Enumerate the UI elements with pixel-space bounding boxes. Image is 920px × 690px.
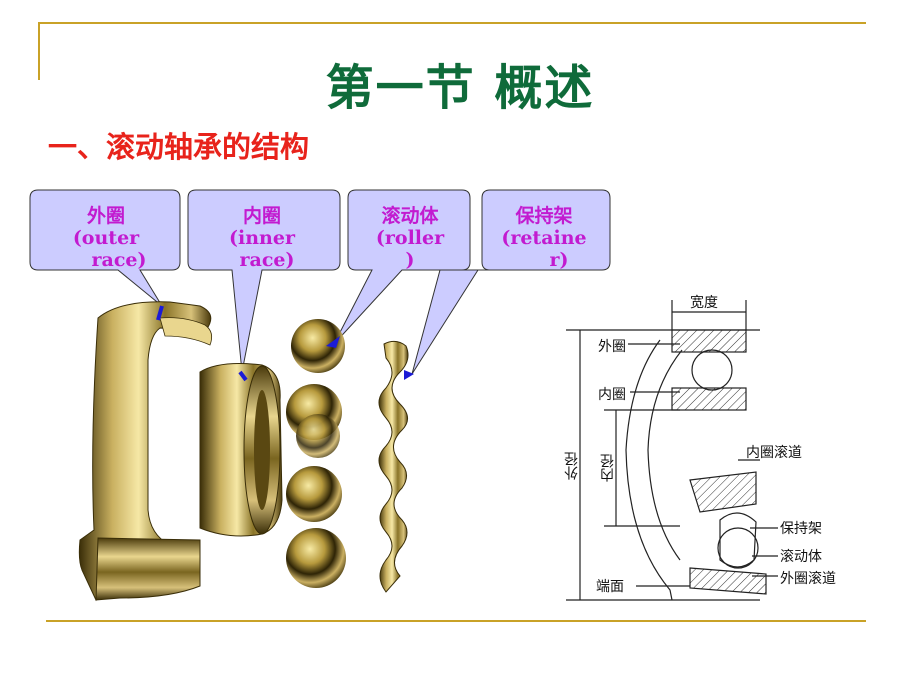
- label-outer-raceway: 外圈滚道: [780, 571, 836, 587]
- label-width: 宽度: [690, 295, 718, 311]
- callout-inner-race-en1: (inner: [229, 227, 295, 249]
- inner-race-illustration: [199, 363, 283, 537]
- callout-retainer-name: 保持架: [515, 205, 573, 227]
- callout-retainer-en1: (retaine: [501, 227, 587, 249]
- bottom-rule: [46, 620, 866, 622]
- callout-inner-race-en2: race): [239, 249, 295, 271]
- label-inner-raceway: 内圈滚道: [746, 445, 802, 461]
- callout-outer-race-en2: race): [91, 249, 147, 271]
- cross-section-diagram: [566, 300, 778, 601]
- callout-inner-race-name: 内圈: [242, 205, 281, 227]
- label-outer-diameter: 外径: [564, 452, 580, 480]
- rolling-elements-illustration: [286, 319, 346, 588]
- callout-roller: 滚动体 (roller ): [356, 205, 464, 271]
- label-cage: 保持架: [780, 521, 822, 537]
- left-rule: [38, 22, 40, 80]
- callout-outer-race-name: 外圈: [86, 205, 125, 227]
- callout-retainer: 保持架 (retaine r): [484, 205, 604, 271]
- outer-race-illustration: [78, 301, 213, 602]
- label-outer-ring: 外圈: [598, 339, 626, 355]
- callout-roller-en2: ): [405, 249, 415, 271]
- callout-outer-race-bubble: [29, 189, 181, 307]
- callout-roller-name: 滚动体: [381, 205, 439, 227]
- callout-retainer-bubble: [411, 189, 611, 375]
- section-heading: 一、滚动轴承的结构: [48, 130, 310, 164]
- callout-inner-race: 内圈 (inner race): [196, 205, 328, 271]
- callout-inner-race-bubble: [187, 189, 341, 373]
- label-inner-diameter: 内径: [600, 454, 616, 482]
- callout-retainer-en2: r): [549, 249, 569, 271]
- callout-roller-bubble: [333, 189, 471, 345]
- callout-roller-en1: (roller: [375, 227, 445, 249]
- callout-outer-race: 外圈 (outer race): [40, 205, 172, 271]
- top-rule: [38, 22, 866, 24]
- callout-outer-race-en1: (outer: [72, 227, 140, 249]
- label-inner-ring: 内圈: [598, 387, 626, 403]
- retainer-illustration: [378, 340, 414, 593]
- slide-title: 第一节 概述: [325, 60, 595, 116]
- label-end-face: 端面: [596, 579, 624, 595]
- label-rolling-element: 滚动体: [780, 549, 822, 565]
